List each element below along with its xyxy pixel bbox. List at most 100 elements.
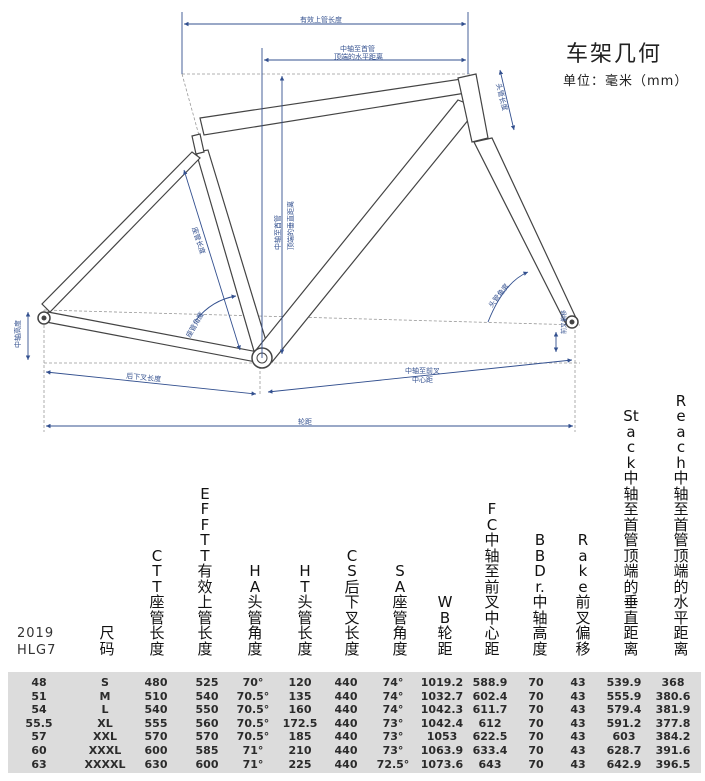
header-sa: SA座管角度	[392, 562, 408, 658]
table-cell: 480	[144, 676, 168, 689]
table-cell: 555.9	[606, 689, 642, 703]
header-rake: Rake前叉偏移	[575, 531, 591, 658]
label-reach-2: 顶端的水平距离	[334, 52, 383, 61]
table-cell: 440	[334, 716, 358, 730]
bike-frame	[41, 73, 577, 363]
table-cell: 1053	[426, 730, 458, 744]
table-cell: 54	[31, 703, 47, 717]
model-label: 2019 HLG7	[17, 625, 56, 659]
table-cell: 380.6	[655, 689, 691, 703]
table-cell: 70°	[242, 676, 264, 689]
label-front-center-1: 中轴至前叉	[405, 366, 440, 375]
header-stack: Stack中轴至首管顶端的垂直距离	[623, 407, 639, 658]
table-cell: 588.9	[472, 676, 508, 689]
table-cell: 70	[528, 744, 544, 757]
table-cell: S	[101, 676, 109, 689]
table-cell: 540	[195, 689, 219, 703]
table-cell: 570	[144, 730, 168, 744]
table-cell: 1032.7	[420, 689, 464, 703]
table-cell: 48	[31, 676, 47, 689]
table-cell: 1019.2	[420, 676, 464, 689]
table-cell: 540	[144, 703, 168, 717]
label-wheelbase: 轮距	[298, 417, 312, 426]
header-ha: HA头管角度	[247, 562, 263, 658]
fork	[473, 137, 577, 325]
table-cell: 51	[31, 689, 47, 703]
table-cell: 73°	[382, 730, 404, 744]
table-cell: 384.2	[655, 730, 691, 744]
table-cell: 555	[144, 716, 168, 730]
reference-lines	[43, 73, 581, 432]
header-size: 尺码	[99, 624, 115, 658]
model-code: HLG7	[17, 643, 57, 658]
table-cell: 135	[288, 689, 312, 703]
table-cell: 70	[528, 757, 544, 771]
table-cell: 1042.4	[420, 716, 464, 730]
label-stack-2: 顶端的垂直距离	[286, 201, 295, 250]
table-cell: XXL	[93, 730, 117, 744]
table-cell: 210	[288, 744, 312, 757]
table-cell: 70	[528, 703, 544, 717]
table-cell: 585	[195, 744, 219, 757]
table-cell: 368	[661, 676, 685, 689]
table-cell: 43	[570, 716, 586, 730]
table-cell: 643	[478, 757, 502, 771]
table-cell: 74°	[382, 676, 404, 689]
dimension-lines	[25, 12, 573, 429]
table-cell: 510	[144, 689, 168, 703]
table-cell: 70	[528, 730, 544, 744]
table-cell: 440	[334, 676, 358, 689]
table-cell: 570	[195, 730, 219, 744]
table-cell: 60	[31, 744, 47, 757]
table-cell: 74°	[382, 689, 404, 703]
table-cell: XXXL	[88, 744, 122, 757]
table-cell: 70	[528, 676, 544, 689]
table-cell: 600	[195, 757, 219, 771]
table-cell: 539.9	[606, 676, 642, 689]
table-cell: 440	[334, 689, 358, 703]
table-cell: 72.5°	[376, 757, 410, 771]
header-cs: CS后下叉长度	[344, 546, 360, 658]
table-cell: XL	[97, 716, 113, 730]
header-ct: CTT座管长度	[149, 546, 165, 658]
seat-post	[191, 133, 205, 155]
table-cell: 642.9	[606, 757, 642, 771]
table-cell: 43	[570, 757, 586, 771]
table-cell: 628.7	[606, 744, 642, 757]
table-cell: 70.5°	[236, 730, 270, 744]
table-cell: 611.7	[472, 703, 508, 717]
table-cell: 377.8	[655, 716, 691, 730]
table-cell: 612	[478, 716, 502, 730]
table-cell: 43	[570, 676, 586, 689]
table-cell: L	[101, 703, 109, 717]
seat-stay	[41, 151, 201, 313]
header-bbd: BBDr.中轴高度	[532, 531, 548, 658]
table-cell: 120	[288, 676, 312, 689]
table-cell: 440	[334, 703, 358, 717]
table-cell: 74°	[382, 703, 404, 717]
model-year: 2019	[17, 626, 55, 641]
table-cell: 600	[144, 744, 168, 757]
table-cell: 603	[612, 730, 636, 744]
label-head-tube-length: 头管长度	[494, 82, 510, 111]
table-cell: 43	[570, 730, 586, 744]
table-cell: 579.4	[606, 703, 642, 717]
table-cell: 55.5	[25, 716, 53, 730]
table-cell: 71°	[242, 757, 264, 771]
table-cell: 550	[195, 703, 219, 717]
label-effective-top-tube: 有效上管长度	[300, 15, 342, 24]
table-cell: 1042.3	[420, 703, 464, 717]
table-cell: 43	[570, 689, 586, 703]
label-fork-offset: 前叉偏移	[560, 310, 568, 334]
table-cell: 73°	[382, 744, 404, 757]
table-cell: 1073.6	[420, 757, 464, 771]
table-cell: 381.9	[655, 703, 691, 717]
header-wb: WB轮距	[437, 593, 453, 658]
table-cell: 1063.9	[420, 744, 464, 757]
top-tube	[199, 77, 473, 136]
table-cell: 391.6	[655, 744, 691, 757]
table-cell: 43	[570, 744, 586, 757]
table-cell: 70.5°	[236, 703, 270, 717]
